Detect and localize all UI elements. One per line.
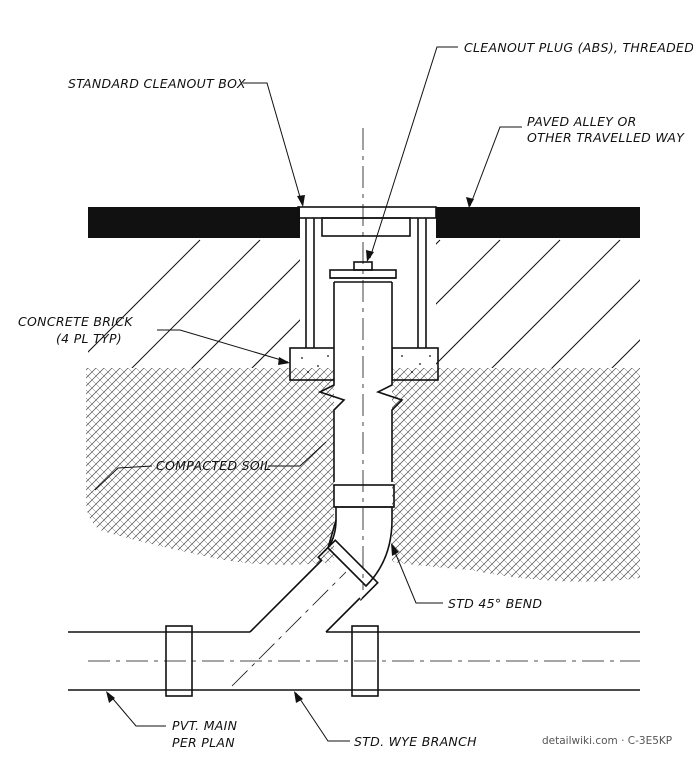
label-bend: STD 45° BEND xyxy=(448,596,542,611)
wye-branch-pipe xyxy=(249,559,362,633)
label-paved-line2: OTHER TRAVELLED WAY xyxy=(527,130,685,145)
label-cleanout-plug: CLEANOUT PLUG (ABS), THREADED xyxy=(464,40,693,55)
cleanout-box xyxy=(297,206,437,348)
main-coupling-right xyxy=(351,625,379,697)
label-main-line1: PVT. MAIN xyxy=(172,718,238,733)
label-brick-line1: CONCRETE BRICK xyxy=(18,314,134,329)
label-wye: STD. WYE BRANCH xyxy=(354,734,477,749)
leader-arrow-plug xyxy=(366,250,374,262)
watermark: detailwiki.com · C-3E5KP xyxy=(542,735,672,747)
label-brick-line2: (4 PL TYP) xyxy=(56,331,122,346)
pavement-slab-left xyxy=(88,207,300,238)
label-cleanout-box: STANDARD CLEANOUT BOX xyxy=(68,76,246,91)
label-compacted-soil: COMPACTED SOIL xyxy=(156,458,271,473)
label-paved-line1: PAVED ALLEY OR xyxy=(527,114,637,129)
centerlines xyxy=(88,128,640,687)
label-main-line2: PER PLAN xyxy=(172,735,235,750)
leaders xyxy=(94,46,522,742)
pavement-slab-right xyxy=(436,207,640,238)
